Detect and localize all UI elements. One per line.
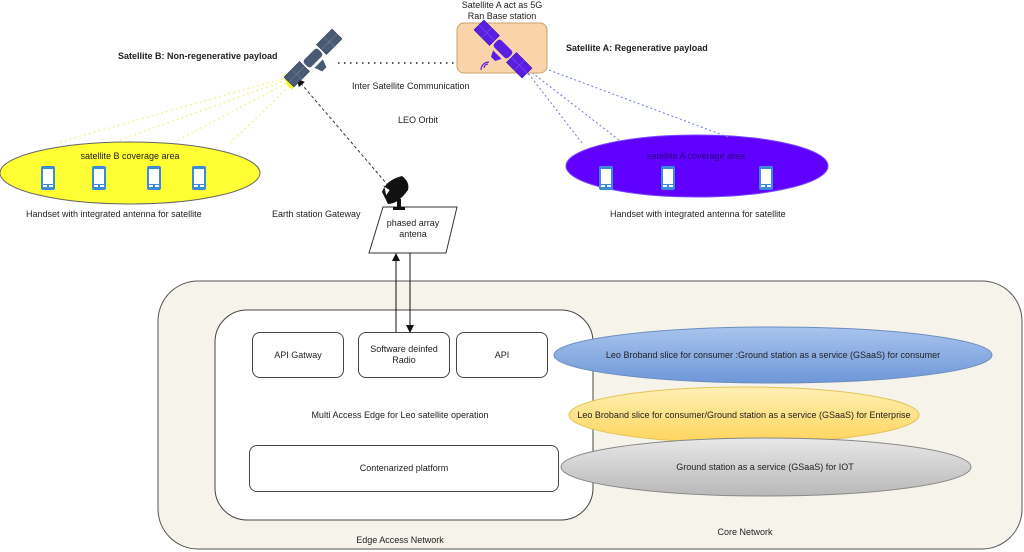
- antenna-label: phased array antena: [375, 218, 451, 240]
- handset-icon: [192, 166, 206, 190]
- satellite-b-beams: [59, 73, 296, 144]
- edge-title: Multi Access Edge for Leo satellite oper…: [311, 410, 489, 420]
- gateway-feeder-link: [296, 78, 393, 191]
- satellite-dish-icon: [382, 176, 409, 210]
- handset-icon: [147, 166, 161, 190]
- sdr-box: Software deinfed Radio: [358, 332, 450, 378]
- satellite-a-caption-line1: Satellite A act as 5G: [461, 0, 543, 10]
- satellite-b-icon: [283, 28, 343, 88]
- handset-icon: [92, 166, 106, 190]
- handset-icon: [41, 166, 55, 190]
- edge-network-label: Edge Access Network: [356, 535, 444, 545]
- api-box: API: [456, 332, 548, 378]
- satellite-a-beams: [520, 58, 729, 144]
- slice-consumer-ellipse: [553, 326, 993, 384]
- satellite-a-caption: Satellite A act as 5G Ran Base station: [457, 0, 547, 22]
- satellite-a-signal-icon: [480, 61, 490, 71]
- phased-array-antenna: [368, 206, 458, 254]
- handset-icon: [759, 166, 773, 190]
- satellite-a-title: Satellite A: Regenerative payload: [566, 43, 708, 53]
- platform-box: Contenarized platform: [249, 445, 559, 492]
- gateway-label: Earth station Gateway: [272, 209, 361, 219]
- sdr-label-line2: Radio: [392, 355, 416, 365]
- handset-icon: [599, 166, 613, 190]
- coverage-b-label: satellite B coverage area: [80, 151, 180, 161]
- slice-consumer-label: Leo Broband slice for consumer :Ground s…: [605, 350, 941, 360]
- api-gateway-label: API Gatway: [274, 349, 322, 360]
- sdr-label-line1: Software deinfed: [370, 344, 438, 354]
- antenna-label-line1: phased array: [386, 218, 440, 228]
- platform-label: Contenarized platform: [359, 463, 449, 473]
- inter-satellite-label: Inter Satellite Communication: [352, 81, 470, 91]
- handset-icon: [661, 166, 675, 190]
- satellite-b-title: Satellite B: Non-regenerative payload: [118, 51, 278, 61]
- slice-enterprise-label: Leo Broband slice for consumer/Ground st…: [577, 410, 911, 420]
- coverage-a-label: satellite A coverage area: [646, 151, 746, 161]
- coverage-a-caption: Handset with integrated antenna for sate…: [610, 209, 786, 219]
- satellite-a-caption-line2: Ran Base station: [467, 11, 537, 21]
- coverage-b-handsets: [41, 166, 206, 190]
- slice-iot-ellipse: [560, 437, 972, 497]
- coverage-a-handsets: [599, 166, 773, 190]
- api-label: API: [494, 349, 510, 360]
- antenna-label-line2: antena: [399, 229, 427, 239]
- coverage-b-caption: Handset with integrated antenna for sate…: [26, 209, 202, 219]
- api-gateway-box: API Gatway: [252, 332, 344, 378]
- slice-iot-label: Ground station as a service (GSaaS) for …: [676, 462, 854, 472]
- orbit-label: LEO Orbit: [398, 115, 439, 125]
- satellite-a-icon: [473, 19, 533, 79]
- core-network-label: Core Network: [717, 527, 773, 537]
